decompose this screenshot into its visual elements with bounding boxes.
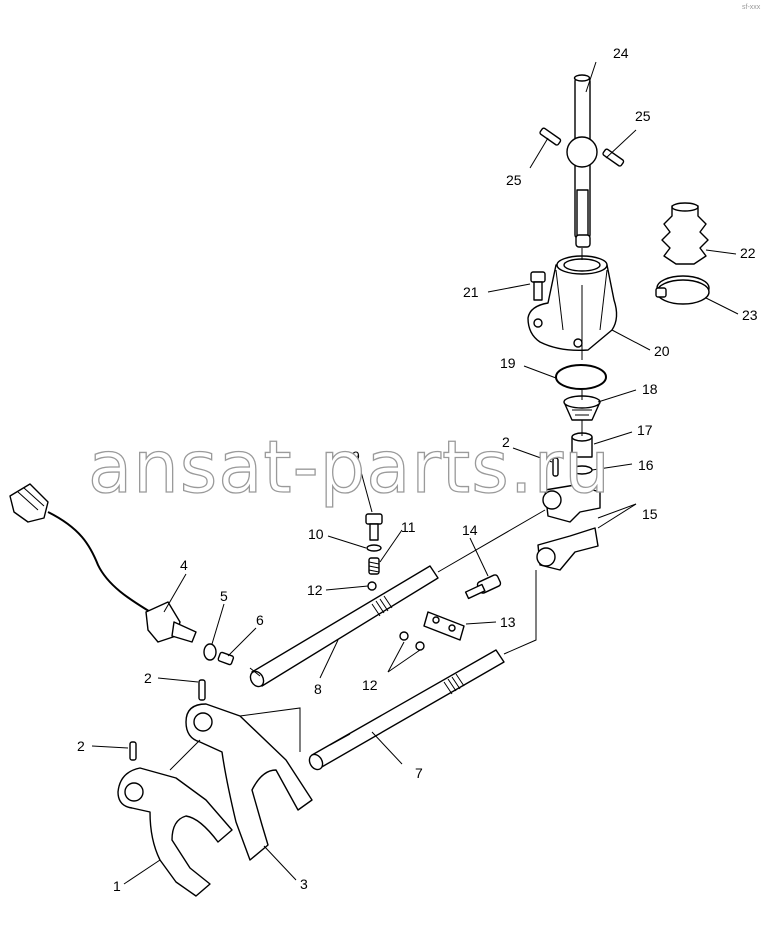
callout-14: 14 bbox=[462, 522, 478, 538]
part-13-plate bbox=[423, 611, 465, 641]
callout-6: 6 bbox=[256, 612, 264, 628]
callout-2-a: 2 bbox=[144, 670, 152, 686]
part-12-ball-a bbox=[399, 631, 409, 641]
part-2-pin-fork-1 bbox=[129, 741, 137, 761]
callout-15: 15 bbox=[642, 506, 658, 522]
callout-9: 9 bbox=[352, 448, 360, 464]
part-14-bolt bbox=[464, 574, 502, 600]
part-9-bolt bbox=[365, 513, 383, 541]
callout-23: 23 bbox=[742, 307, 758, 323]
part-20-housing bbox=[527, 255, 618, 352]
corner-code: sf-xxx bbox=[742, 4, 761, 11]
part-12-ball-c bbox=[367, 581, 377, 591]
leader-lines bbox=[91, 61, 739, 885]
callout-10: 10 bbox=[308, 526, 324, 542]
part-2-pin-upper bbox=[552, 457, 559, 477]
part-2-pin-fork-3 bbox=[198, 679, 206, 701]
callout-3: 3 bbox=[300, 876, 308, 892]
callout-2-b: 2 bbox=[77, 738, 85, 754]
part-10-washer bbox=[366, 544, 382, 552]
callout-19: 19 bbox=[500, 355, 516, 371]
callout-22: 22 bbox=[740, 245, 756, 261]
part-12-ball-b bbox=[415, 641, 425, 651]
callout-25-a: 25 bbox=[635, 108, 651, 124]
callout-25-b: 25 bbox=[506, 172, 522, 188]
part-3-shift-fork bbox=[185, 679, 313, 861]
callout-20: 20 bbox=[654, 343, 670, 359]
part-22-rubber-boot bbox=[661, 202, 709, 265]
part-15-shift-blocks bbox=[536, 484, 601, 571]
callout-5: 5 bbox=[220, 588, 228, 604]
callout-1: 1 bbox=[113, 878, 121, 894]
part-17-bushing bbox=[571, 432, 593, 458]
callout-2-c: 2 bbox=[502, 434, 510, 450]
part-19-o-ring bbox=[555, 364, 607, 390]
callout-17: 17 bbox=[637, 422, 653, 438]
part-11-spring bbox=[368, 557, 380, 575]
part-24-shift-lever bbox=[566, 74, 598, 248]
part-4-sensor bbox=[9, 483, 197, 643]
callout-11: 11 bbox=[401, 519, 416, 535]
callout-18: 18 bbox=[642, 381, 658, 397]
part-8-shift-rod bbox=[249, 565, 439, 688]
callout-7: 7 bbox=[415, 765, 423, 781]
callout-12-b: 12 bbox=[362, 677, 378, 693]
part-23-clamp bbox=[655, 275, 710, 305]
callout-13: 13 bbox=[500, 614, 516, 630]
callout-labels: 1 2 2 2 3 4 5 6 7 8 9 10 11 12 12 13 14 … bbox=[77, 45, 758, 894]
part-5-ring bbox=[203, 643, 217, 661]
callout-21: 21 bbox=[463, 284, 479, 300]
part-6-plug bbox=[217, 651, 235, 666]
callout-24: 24 bbox=[613, 45, 629, 61]
callout-12-a: 12 bbox=[307, 582, 323, 598]
part-21-bolt bbox=[530, 271, 546, 301]
callout-4: 4 bbox=[180, 557, 188, 573]
part-1-shift-fork bbox=[117, 741, 233, 897]
assembly-guide-lines bbox=[169, 248, 583, 771]
callout-8: 8 bbox=[314, 681, 322, 697]
part-7-shift-rod bbox=[308, 649, 505, 771]
callout-16: 16 bbox=[638, 457, 654, 473]
watermark-text: ansat-parts.ru bbox=[88, 425, 611, 509]
part-25-pins bbox=[539, 127, 625, 167]
